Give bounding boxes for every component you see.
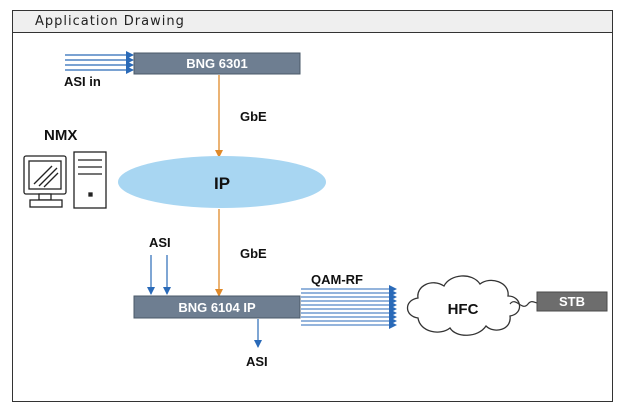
bng-6104-ip-box — [133, 295, 301, 319]
nmx-label: NMX — [44, 127, 77, 144]
asi-left-arrows — [147, 255, 171, 295]
stb-box — [536, 291, 608, 312]
ip-network-ellipse — [118, 156, 326, 208]
panel-title: Application Drawing — [35, 14, 185, 29]
bng-6104-ip-label: BNG 6104 IP — [178, 300, 256, 315]
hfc-cloud — [406, 275, 521, 336]
title-bar: Application Drawing — [13, 11, 612, 33]
ip-network-label: IP — [214, 174, 230, 193]
stb-label: STB — [559, 294, 585, 309]
bng-6301-label: BNG 6301 — [186, 56, 247, 71]
asi-left-label: ASI — [149, 235, 171, 250]
gbe-top-label: GbE — [240, 109, 267, 124]
bng-6301-box — [133, 52, 301, 75]
hfc-label: HFC — [448, 301, 479, 318]
asi-in-arrows — [65, 51, 134, 74]
qam-rf-arrows — [301, 285, 397, 329]
computer-icon — [23, 151, 107, 209]
hfc-stb-link — [509, 301, 538, 307]
asi-in-label: ASI in — [64, 74, 101, 89]
gbe-bottom-label: GbE — [240, 246, 267, 261]
qam-rf-label: QAM-RF — [311, 272, 363, 287]
asi-out-label: ASI — [246, 354, 268, 369]
application-drawing-panel: Application Drawing — [12, 10, 613, 402]
